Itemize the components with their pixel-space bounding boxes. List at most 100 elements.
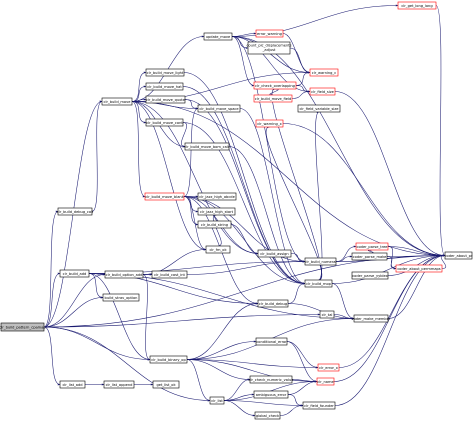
graph-node-n-cast-int[interactable]: clr_build_cast_int: [151, 270, 188, 279]
graph-node-n-option-add[interactable]: clr_build_option_add: [104, 270, 144, 279]
node-box[interactable]: [145, 95, 186, 104]
node-box[interactable]: [395, 264, 443, 273]
graph-node-n-move-cont[interactable]: clr_build_move_cont: [145, 118, 184, 127]
graph-node-n-debug-call[interactable]: clr_build_debug_call: [57, 207, 93, 216]
graph-node-n-ambiguous[interactable]: ambiguous_error: [253, 390, 289, 399]
graph-node-n-field-size[interactable]: clr_field_size: [309, 87, 336, 96]
graph-node-n-move-light[interactable]: clr_build_move_light: [145, 68, 185, 77]
graph-node-n-move-bom[interactable]: clr_build_move_bom_calc: [184, 142, 230, 151]
node-box[interactable]: [0, 322, 45, 332]
node-box[interactable]: [255, 119, 284, 128]
graph-node-root[interactable]: clr_build_pattern_cpamap: [0, 322, 46, 332]
node-box[interactable]: [253, 81, 297, 90]
graph-node-n-move-space[interactable]: clr_build_move_space: [197, 104, 241, 113]
node-box[interactable]: [145, 118, 184, 127]
graph-node-n-get-long-long[interactable]: clr_get_long_long: [397, 1, 437, 10]
node-box[interactable]: [151, 270, 188, 279]
node-box[interactable]: [197, 192, 237, 201]
node-box[interactable]: [152, 380, 180, 389]
graph-node-n-build-add[interactable]: clr_build_add: [59, 269, 90, 278]
node-box[interactable]: [145, 68, 185, 77]
node-box[interactable]: [145, 82, 184, 91]
node-box[interactable]: [247, 41, 291, 55]
graph-node-n-parse-make[interactable]: coder_parse_make: [351, 252, 388, 261]
node-box[interactable]: [203, 32, 233, 41]
node-box[interactable]: [102, 293, 140, 302]
node-box[interactable]: [351, 271, 389, 280]
graph-node-n-strav-option[interactable]: build_strav_option: [102, 293, 140, 302]
node-box[interactable]: [184, 142, 230, 151]
node-box[interactable]: [304, 279, 333, 288]
graph-node-n-list-append[interactable]: clr_list_append: [103, 380, 135, 389]
graph-node-n-check-numeric[interactable]: clr_check_numeric_value: [249, 375, 295, 384]
graph-node-n-count-pic[interactable]: count_pic_displacements_adjust: [246, 41, 292, 55]
graph-node-n-list-add[interactable]: clr_list_add: [59, 380, 86, 389]
node-box[interactable]: [197, 207, 236, 216]
graph-node-n-name[interactable]: clr_name: [316, 377, 335, 386]
graph-node-n-build-move-field[interactable]: clr_build_move_field: [253, 94, 293, 103]
graph-node-n-error-warning[interactable]: error_warning: [255, 29, 284, 38]
graph-node-n-build-mop[interactable]: clr_build_mop: [304, 279, 333, 288]
node-box[interactable]: [57, 207, 93, 216]
graph-node-n-check-overlapping[interactable]: clr_check_overlapping: [253, 81, 297, 90]
node-box[interactable]: [253, 390, 289, 399]
graph-node-n-fm-ok[interactable]: clr_fm_ok: [205, 245, 231, 254]
node-box[interactable]: [302, 401, 336, 410]
node-box[interactable]: [297, 104, 341, 113]
graph-node-n-conditional[interactable]: conditional_error: [255, 337, 288, 346]
graph-node-n-assign[interactable]: clr_build_assign: [257, 249, 292, 258]
node-box[interactable]: [316, 377, 335, 386]
graph-node-n-list[interactable]: clr_list: [209, 396, 225, 405]
node-box[interactable]: [257, 249, 292, 258]
graph-node-n-jazz-high[interactable]: clr_jazz_high_abcde: [197, 192, 237, 201]
graph-node-n-error-x[interactable]: clr_error_x: [317, 363, 340, 372]
node-box[interactable]: [444, 251, 473, 260]
node-box[interactable]: [255, 337, 288, 346]
node-box[interactable]: [205, 245, 231, 254]
node-box[interactable]: [397, 1, 437, 10]
graph-node-n-parse-tree[interactable]: coder_parse_tree: [355, 242, 389, 251]
node-box[interactable]: [353, 314, 389, 323]
node-box[interactable]: [197, 220, 232, 229]
node-box[interactable]: [257, 299, 289, 308]
node-box[interactable]: [304, 257, 337, 266]
node-box[interactable]: [253, 94, 293, 103]
node-box[interactable]: [59, 380, 86, 389]
graph-node-n-coder-abort[interactable]: coder_about_pr: [444, 251, 473, 260]
graph-node-n-move-blank[interactable]: clr_build_move_blank: [144, 192, 185, 201]
node-box[interactable]: [249, 375, 293, 384]
graph-node-n-build-move[interactable]: clr_build_move: [101, 97, 133, 106]
graph-node-n-make-member[interactable]: coder_make_member: [352, 314, 391, 323]
node-box[interactable]: [104, 270, 144, 279]
graph-node-n-global-check[interactable]: global_check: [254, 411, 281, 420]
node-box[interactable]: [309, 87, 336, 96]
graph-node-n-get-list[interactable]: get_list_ok: [152, 380, 180, 389]
node-box[interactable]: [351, 252, 388, 261]
node-box[interactable]: [209, 396, 225, 405]
node-box[interactable]: [103, 380, 135, 389]
graph-node-n-field-variable[interactable]: clr_field_variable_size: [297, 104, 341, 113]
graph-node-n-build-numeral[interactable]: clr_build_numeral: [304, 257, 337, 266]
graph-node-n-abort-permap[interactable]: coder_about_permmaps: [395, 264, 443, 273]
node-box[interactable]: [101, 97, 133, 106]
graph-node-n-debug[interactable]: clr_build_debug: [257, 299, 289, 308]
graph-node-n-parse-yylex[interactable]: coder_parse_yyblex: [351, 271, 389, 280]
node-box[interactable]: [319, 310, 335, 319]
node-box[interactable]: [144, 192, 185, 201]
graph-node-n-move-quote[interactable]: clr_build_move_quote: [145, 95, 186, 104]
graph-node-n-move-hat[interactable]: clr_build_move_hat: [145, 82, 184, 91]
node-box[interactable]: [355, 242, 389, 251]
graph-node-n-warning-x[interactable]: clr_warning_x: [255, 119, 284, 128]
node-box[interactable]: [309, 68, 339, 77]
graph-node-n-binary-op[interactable]: clr_build_binary_op: [149, 355, 188, 364]
graph-node-n-jazz-start[interactable]: clr_jazz_high_start: [197, 207, 236, 216]
node-box[interactable]: [255, 29, 284, 38]
node-box[interactable]: [197, 104, 241, 113]
graph-node-n-field-founder[interactable]: clr_field_founder: [302, 401, 336, 410]
node-box[interactable]: [149, 355, 188, 364]
graph-node-n-warning-c[interactable]: clr_warning_c: [309, 68, 339, 77]
graph-node-n-update-move[interactable]: update_move: [203, 32, 233, 41]
node-box[interactable]: [317, 363, 340, 372]
graph-node-n-tal[interactable]: clr_tal: [319, 310, 335, 319]
node-box[interactable]: [254, 411, 281, 420]
